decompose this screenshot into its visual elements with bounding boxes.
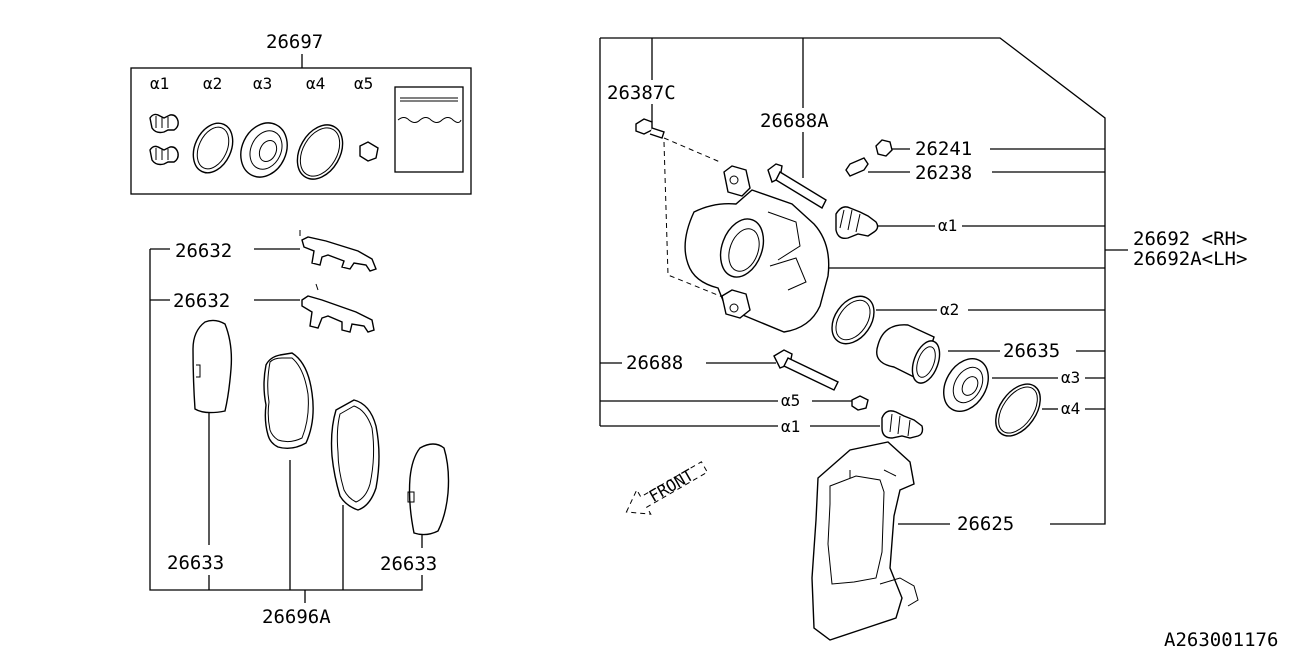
bleeder-screw-icon	[845, 157, 869, 177]
pin-upper-label: 26688A	[760, 110, 829, 132]
kit-item-a5: α5	[354, 74, 373, 93]
bushing-label: α5	[781, 391, 800, 410]
guide-pin-upper-icon	[767, 163, 827, 209]
pad-right-label: 26633	[380, 553, 437, 575]
shim-upper-icon	[299, 230, 377, 272]
kit-item-a2: α2	[203, 74, 222, 93]
ring-label: α4	[1061, 399, 1080, 418]
shim-lower-icon	[301, 283, 375, 333]
boot-upper-icon	[835, 206, 879, 240]
ring-icon	[995, 383, 1041, 437]
shim-lower-label: 26632	[173, 290, 230, 312]
front-arrow-icon: FRONT	[625, 461, 709, 515]
bleeder-cap-icon	[875, 139, 893, 157]
assembly-lh-label: 26692A<LH>	[1133, 248, 1247, 270]
boot-upper-label: α1	[938, 216, 957, 235]
kit-ring-icon	[296, 124, 344, 180]
caliper-body-icon	[684, 165, 830, 333]
bolt-icon	[635, 118, 665, 139]
bleeder-screw-label: 26238	[915, 162, 972, 184]
kit-part-number: 26697	[266, 31, 323, 53]
bushing-icon	[851, 395, 869, 411]
kit-seal-icon	[192, 122, 234, 174]
front-arrow-label: FRONT	[646, 465, 698, 506]
seal-kit-group: 26697 α1 α2 α3 α4 α5	[130, 31, 472, 195]
boot-lower-label: α1	[781, 417, 800, 436]
shim-upper-label: 26632	[175, 240, 232, 262]
kit-piston-boot-icon	[240, 122, 288, 178]
kit-item-a1: α1	[150, 74, 169, 93]
diagram-id: A263001176	[1164, 629, 1278, 651]
outer-pad-icon	[192, 319, 233, 414]
pad-left-label: 26633	[167, 552, 224, 574]
grease-pack-icon	[394, 86, 464, 173]
boot-lower-icon	[881, 410, 924, 439]
support-label: 26625	[957, 513, 1014, 535]
bleeder-cap-label: 26241	[915, 138, 972, 160]
kit-box	[130, 67, 472, 195]
outer-pad-backing-icon	[263, 352, 314, 450]
piston-label: 26635	[1003, 340, 1060, 362]
caliper-support-icon	[811, 441, 919, 641]
inner-pad-icon	[330, 399, 380, 511]
piston-icon	[876, 324, 941, 384]
caliper-group: 26387C 26688A 26241 26238 α1 26692 <RH> …	[599, 37, 1247, 641]
kit-item-a3: α3	[253, 74, 272, 93]
seal-label: α2	[940, 300, 959, 319]
pad-set-label: 26696A	[262, 606, 331, 628]
pin-lower-label: 26688	[626, 352, 683, 374]
kit-boot-icon	[149, 113, 179, 166]
kit-bushing-icon	[359, 141, 379, 162]
piston-boot-icon	[943, 358, 989, 412]
pad-group: 26632 26632 26633 26633 26696A	[149, 230, 450, 628]
kit-item-a4: α4	[306, 74, 325, 93]
inner-backing-pad-icon	[407, 443, 450, 536]
guide-pin-lower-icon	[773, 349, 839, 391]
seal-icon	[831, 295, 875, 345]
piston-boot-label: α3	[1061, 368, 1080, 387]
bolt-label: 26387C	[607, 82, 676, 104]
assembly-rh-label: 26692 <RH>	[1133, 228, 1247, 250]
